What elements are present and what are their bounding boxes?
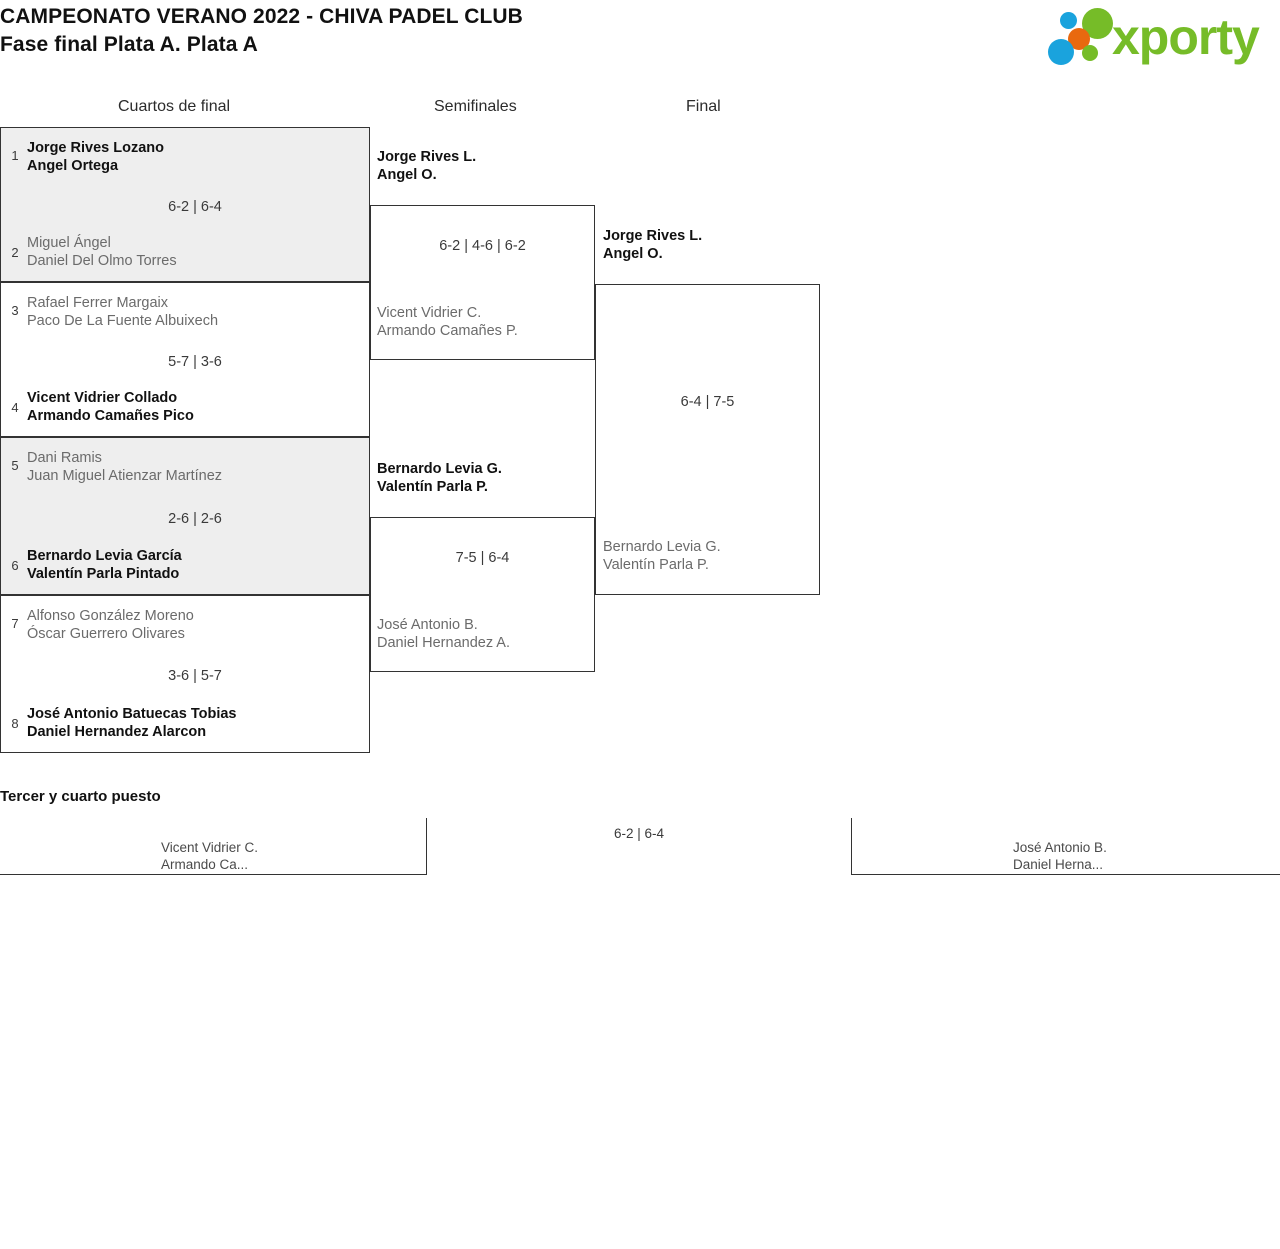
semifinal-1-team-bottom: Vicent Vidrier C. Armando Camañes P. [377, 304, 592, 340]
tournament-bracket: Cuartos de final Semifinales Final 1 Jor… [0, 98, 820, 753]
seed-number: 1 [11, 148, 19, 163]
player-name: Jorge Rives L. [377, 149, 477, 165]
third-place-section: Tercer y cuarto puesto Vicent Vidrier C.… [0, 780, 1280, 910]
third-place-title: Tercer y cuarto puesto [0, 788, 161, 805]
player-name: Vicent Vidrier Collado [27, 390, 178, 406]
seed-number: 3 [11, 303, 19, 318]
third-place-score: 6-2 | 6-4 [613, 826, 665, 841]
semifinal-2-team-top: Bernardo Levia G. Valentín Parla P. [377, 460, 592, 496]
seed-number: 6 [11, 558, 19, 573]
match-team-top: Dani Ramis Juan Miguel Atienzar Martínez [27, 449, 363, 485]
third-place-left-connector [0, 818, 427, 875]
player-name: Juan Miguel Atienzar Martínez [27, 468, 223, 484]
player-name: Paco De La Fuente Albuixech [27, 313, 219, 329]
tournament-name: CAMPEONATO VERANO 2022 - CHIVA PADEL CLU… [0, 5, 523, 28]
final-team-runnerup: Bernardo Levia G. Valentín Parla P. [603, 538, 818, 574]
third-place-right-connector [851, 818, 1280, 875]
player-name: Daniel Herna... [1013, 857, 1104, 872]
player-name: Alfonso González Moreno [27, 608, 194, 624]
quarterfinal-match-2[interactable]: 3 Rafael Ferrer Margaix Paco De La Fuent… [0, 282, 370, 437]
tournament-phase: Fase final Plata A. Plata A [0, 33, 258, 56]
player-name: Vicent Vidrier C. [161, 840, 259, 855]
match-score: 7-5 | 6-4 [455, 550, 510, 566]
match-score: 5-7 | 3-6 [168, 354, 222, 370]
player-name: Vicent Vidrier C. [377, 305, 482, 321]
logo-dots-icon [1044, 6, 1120, 68]
player-name: Valentín Parla P. [603, 557, 709, 573]
quarterfinal-match-3[interactable]: 5 Dani Ramis Juan Miguel Atienzar Martín… [0, 437, 370, 595]
logo-dot-green-small-icon [1082, 45, 1098, 61]
seed-number: 8 [11, 716, 19, 731]
player-name: José Antonio B. [1013, 840, 1107, 855]
player-name: Óscar Guerrero Olivares [27, 626, 185, 642]
player-name: Armando Camañes Pico [27, 408, 194, 424]
player-name: Armando Ca... [161, 857, 249, 872]
logo-dot-orange-icon [1068, 28, 1090, 50]
match-team-top: Jorge Rives Lozano Angel Ortega [27, 139, 363, 175]
match-score: 6-2 | 4-6 | 6-2 [439, 238, 526, 254]
quarterfinal-match-1[interactable]: 1 Jorge Rives Lozano Angel Ortega 6-2 | … [0, 127, 370, 282]
player-name: Miguel Ángel [27, 235, 111, 251]
quarterfinal-match-4[interactable]: 7 Alfonso González Moreno Óscar Guerrero… [0, 595, 370, 753]
seed-number: 7 [11, 616, 19, 631]
player-name: José Antonio B. [377, 617, 478, 633]
player-name: Bernardo Levia G. [377, 461, 502, 477]
round-header-semifinals: Semifinales [434, 98, 517, 115]
player-name: Bernardo Levia G. [603, 539, 721, 555]
player-name: Angel O. [603, 246, 663, 262]
semifinal-1-team-top: Jorge Rives L. Angel O. [377, 148, 592, 184]
match-team-bottom: Bernardo Levia García Valentín Parla Pin… [27, 547, 363, 583]
logo-dot-blue-small-icon [1060, 12, 1077, 29]
round-header-final: Final [686, 98, 721, 115]
third-place-team-right: José Antonio B. Daniel Herna... [1013, 839, 1107, 873]
seed-number: 5 [11, 458, 19, 473]
player-name: Bernardo Levia García [27, 548, 182, 564]
match-team-top: Rafael Ferrer Margaix Paco De La Fuente … [27, 294, 363, 330]
player-name: Daniel Del Olmo Torres [27, 253, 177, 269]
player-name: Angel Ortega [27, 158, 119, 174]
match-team-bottom: Vicent Vidrier Collado Armando Camañes P… [27, 389, 363, 425]
match-score: 6-4 | 7-5 [680, 394, 735, 410]
player-name: Armando Camañes P. [377, 323, 518, 339]
match-score: 3-6 | 5-7 [168, 668, 222, 684]
page-header: CAMPEONATO VERANO 2022 - CHIVA PADEL CLU… [0, 0, 1280, 78]
xporty-logo[interactable]: xporty [1044, 6, 1272, 68]
semifinal-match-1-connector[interactable]: 6-2 | 4-6 | 6-2 [370, 205, 595, 360]
player-name: Dani Ramis [27, 450, 102, 466]
logo-dot-blue-large-icon [1048, 39, 1074, 65]
player-name: José Antonio Batuecas Tobias [27, 706, 237, 722]
player-name: Daniel Hernandez A. [377, 635, 510, 651]
page-title: CAMPEONATO VERANO 2022 - CHIVA PADEL CLU… [0, 3, 523, 59]
player-name: Valentín Parla Pintado [27, 566, 180, 582]
round-header-quarterfinals: Cuartos de final [118, 98, 231, 115]
match-team-bottom: Miguel Ángel Daniel Del Olmo Torres [27, 234, 363, 270]
match-team-bottom: José Antonio Batuecas Tobias Daniel Hern… [27, 705, 363, 741]
final-match-connector[interactable]: 6-4 | 7-5 [595, 284, 820, 595]
match-team-top: Alfonso González Moreno Óscar Guerrero O… [27, 607, 363, 643]
semifinal-2-team-bottom: José Antonio B. Daniel Hernandez A. [377, 616, 592, 652]
match-score: 2-6 | 2-6 [168, 511, 222, 527]
third-place-team-left: Vicent Vidrier C. Armando Ca... [161, 839, 258, 873]
match-score: 6-2 | 6-4 [168, 199, 222, 215]
seed-number: 2 [11, 245, 19, 260]
player-name: Daniel Hernandez Alarcon [27, 724, 207, 740]
semifinal-match-2-connector[interactable]: 7-5 | 6-4 [370, 517, 595, 672]
player-name: Valentín Parla P. [377, 479, 488, 495]
seed-number: 4 [11, 400, 19, 415]
player-name: Jorge Rives Lozano [27, 140, 164, 156]
player-name: Angel O. [377, 167, 437, 183]
player-name: Rafael Ferrer Margaix [27, 295, 169, 311]
final-team-winner: Jorge Rives L. Angel O. [603, 227, 818, 263]
player-name: Jorge Rives L. [603, 228, 703, 244]
logo-wordmark: xporty [1112, 9, 1260, 65]
